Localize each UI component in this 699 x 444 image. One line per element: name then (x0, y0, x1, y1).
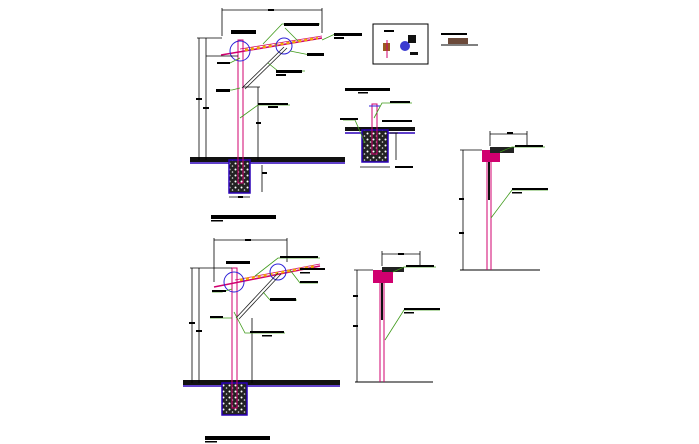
arm-top (239, 35, 323, 50)
arm-bracket-detail-bottom (353, 251, 440, 383)
pole (237, 39, 244, 184)
ground-line (190, 157, 345, 162)
brace (244, 47, 288, 90)
brace (241, 46, 285, 89)
pole-elevation-top (190, 8, 362, 222)
dimension-lines (197, 8, 323, 198)
clamp-circle-icon (223, 271, 245, 293)
clamp-circle-icon (275, 37, 293, 55)
dimension-values (196, 9, 274, 198)
foundation-pit (228, 159, 251, 194)
foundation-detail (340, 88, 415, 168)
clamp-circle-icon (269, 263, 287, 281)
cable-dots (244, 36, 319, 52)
arm-bracket-detail-right (459, 131, 548, 271)
annotation-labels (211, 23, 362, 222)
pole-elevation-bottom (183, 238, 340, 443)
clamp-circle-icon (229, 40, 251, 62)
legend-detail-box (372, 23, 478, 65)
